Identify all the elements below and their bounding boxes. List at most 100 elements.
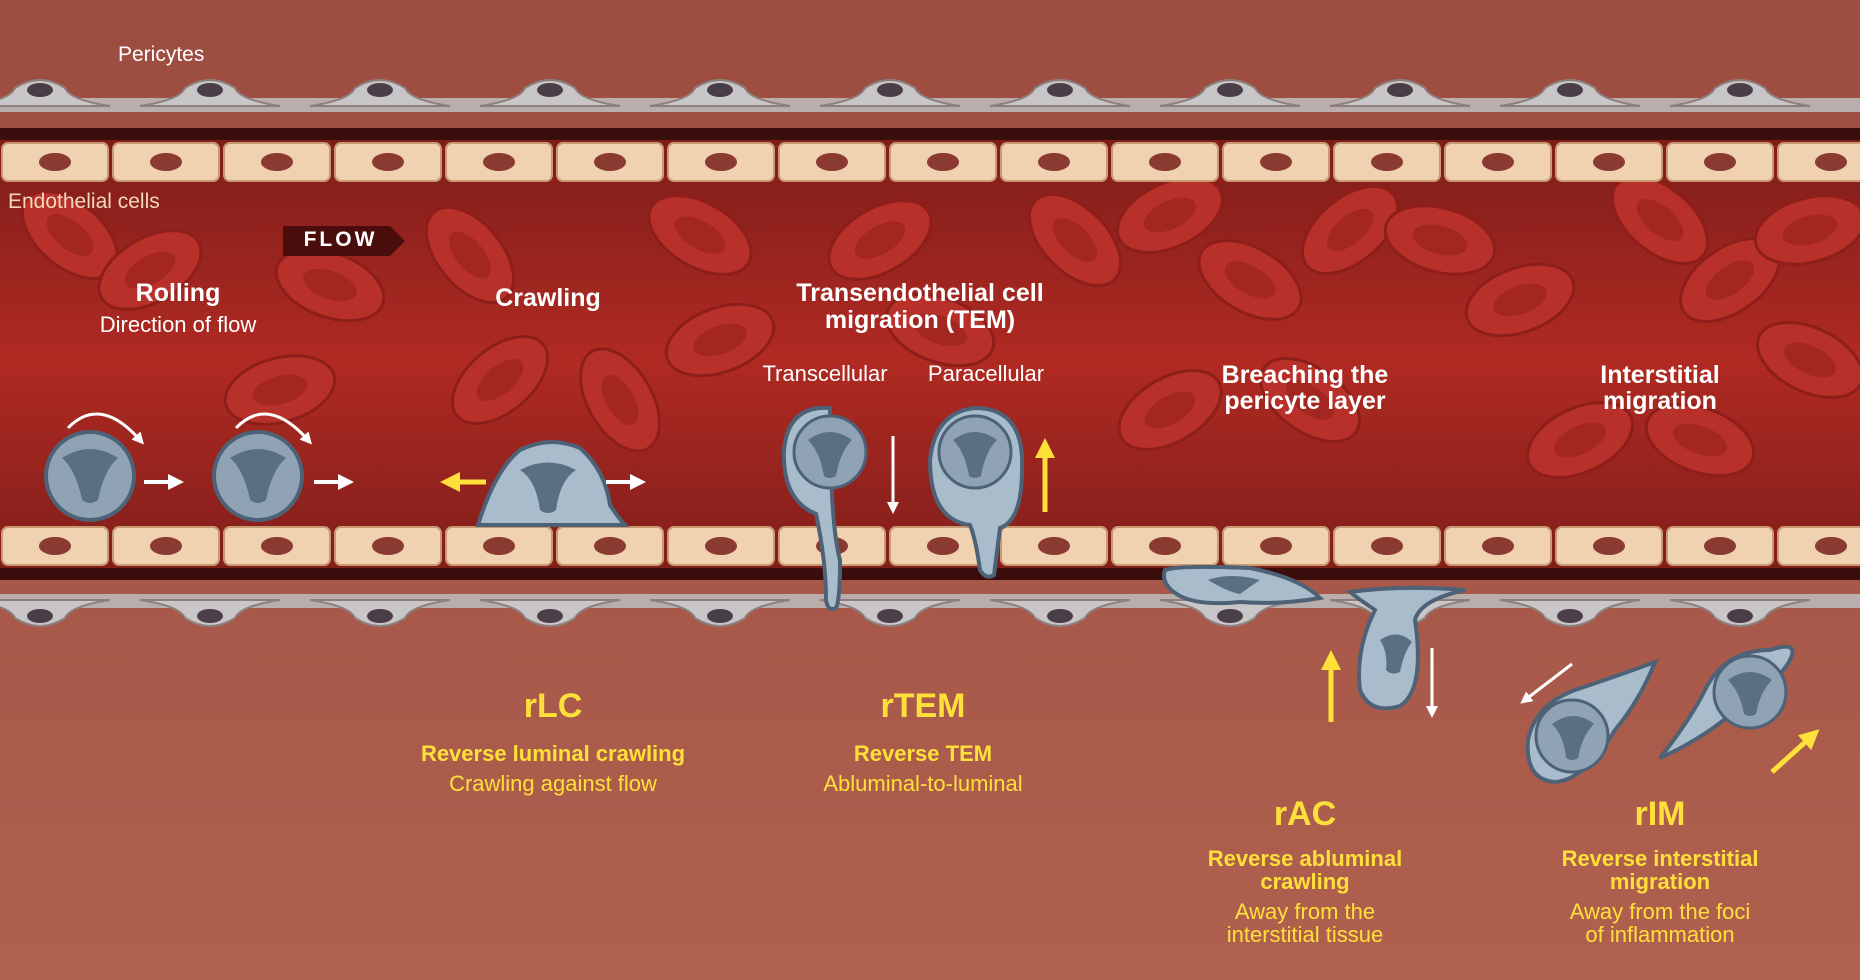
leukocyte-rolling-1 xyxy=(44,430,136,522)
pericyte xyxy=(989,79,1131,107)
interstitial-arrow xyxy=(1520,662,1573,704)
endothelial-cell xyxy=(1666,142,1774,182)
red-blood-cell xyxy=(647,194,753,276)
pericyte xyxy=(0,599,111,627)
pericyte xyxy=(819,79,961,107)
rlc-name: Reverse luminal crawling xyxy=(420,741,686,766)
breaching-title-line2: pericyte layer xyxy=(1224,387,1386,415)
red-blood-cell xyxy=(1197,239,1303,321)
endothelial-cell xyxy=(667,142,775,182)
red-blood-cell xyxy=(1259,357,1361,443)
rac-desc-line2: interstitial tissue xyxy=(1226,922,1384,947)
endothelial-cell xyxy=(1222,526,1330,566)
rac-name-line2: crawling xyxy=(1260,869,1350,894)
rac-name-line1: Reverse abluminal xyxy=(1207,846,1403,871)
rim-arrow xyxy=(1770,729,1820,774)
endothelial-cell xyxy=(1111,526,1219,566)
flow-banner xyxy=(283,226,405,256)
pericyte xyxy=(1499,599,1641,627)
rolling-title: Rolling xyxy=(135,279,221,307)
rac-desc-line1: Away from the xyxy=(1234,899,1376,924)
pericyte xyxy=(989,599,1131,627)
endothelial-cell xyxy=(1333,526,1441,566)
pericyte xyxy=(309,79,451,107)
rlc-abbr: rLC xyxy=(523,687,583,725)
pericyte xyxy=(139,79,281,107)
rolling-subtitle: Direction of flow xyxy=(99,312,257,337)
endothelial-cell xyxy=(1555,526,1663,566)
leukocyte-interstitial-2 xyxy=(1658,644,1795,760)
endothelial-cell xyxy=(223,526,331,566)
pericyte xyxy=(1159,79,1301,107)
pericyte xyxy=(649,599,791,627)
red-blood-cell xyxy=(827,199,933,281)
pericyte xyxy=(309,599,451,627)
endothelial-cell xyxy=(556,142,664,182)
endothelial-cell xyxy=(445,142,553,182)
red-blood-cell xyxy=(1027,192,1123,288)
endothelial-cell xyxy=(556,526,664,566)
endothelial-cell xyxy=(112,142,220,182)
paracellular-label: Paracellular xyxy=(927,361,1045,386)
endothelial-row-top xyxy=(1,142,1860,182)
pericyte xyxy=(479,79,621,107)
rim-desc-line1: Away from the foci xyxy=(1569,899,1751,924)
interstitial-title-line1: Interstitial xyxy=(1600,361,1720,389)
flow-label: FLOW xyxy=(303,228,378,251)
leukocyte-transcellular xyxy=(781,405,868,611)
endothelial-cell xyxy=(1666,526,1774,566)
endothelial-cell xyxy=(667,526,775,566)
leukocyte-interstitial-1 xyxy=(1525,658,1659,785)
endothelial-cell xyxy=(1,142,109,182)
pericyte xyxy=(1159,599,1301,627)
endothelial-cell xyxy=(1777,142,1860,182)
leukocyte-paracellular xyxy=(927,405,1025,579)
red-blood-cell xyxy=(1383,204,1497,276)
red-blood-cell xyxy=(884,292,996,368)
endothelial-cell xyxy=(1000,526,1108,566)
pericyte xyxy=(0,79,111,107)
rim-name-line2: migration xyxy=(1609,869,1711,894)
endothelial-cell xyxy=(1555,142,1663,182)
red-blood-cell xyxy=(579,347,661,453)
red-blood-cell xyxy=(664,302,776,378)
basement-membrane-top xyxy=(0,128,1860,140)
endothelial-cell xyxy=(1111,142,1219,182)
rtem-abbr: rTEM xyxy=(880,687,966,725)
pericyte xyxy=(1669,79,1811,107)
endothelial-cell xyxy=(889,142,997,182)
red-blood-cell xyxy=(1464,262,1576,338)
rim-desc-line2: of inflammation xyxy=(1585,922,1735,947)
pericyte xyxy=(479,599,621,627)
red-blood-cell xyxy=(424,205,516,305)
endothelial-cell xyxy=(445,526,553,566)
red-blood-cell xyxy=(274,247,386,323)
endothelial-cell xyxy=(778,142,886,182)
interstitial-title-line2: migration xyxy=(1603,387,1717,415)
endothelial-cell xyxy=(1222,142,1330,182)
red-blood-cells xyxy=(20,174,1860,479)
crawling-title: Crawling xyxy=(495,284,601,312)
endothelial-cell xyxy=(334,142,442,182)
red-blood-cell xyxy=(1753,194,1860,266)
red-blood-cell xyxy=(1755,321,1860,399)
leukocyte-rolling-2 xyxy=(212,430,304,522)
rolling-curved-arrow-2 xyxy=(234,412,312,445)
pericyte-layer-top xyxy=(0,79,1860,112)
red-blood-cell xyxy=(1644,402,1756,478)
endothelial-cell xyxy=(1333,142,1441,182)
pericyte xyxy=(649,79,791,107)
endothelial-cell xyxy=(1,526,109,566)
pericytes-label: Pericytes xyxy=(118,43,205,66)
red-blood-cell xyxy=(1610,174,1710,266)
endothelial-cell xyxy=(1777,526,1860,566)
endothelial-cell xyxy=(1444,526,1552,566)
red-blood-cell xyxy=(1525,401,1635,479)
rtem-desc: Abluminal-to-luminal xyxy=(823,771,1023,796)
endothelial-row-bottom xyxy=(1,526,1860,566)
red-blood-cell xyxy=(223,354,337,426)
pericyte xyxy=(1669,599,1811,627)
transcellular-label: Transcellular xyxy=(762,361,888,386)
leukocyte-crawling xyxy=(475,439,630,527)
